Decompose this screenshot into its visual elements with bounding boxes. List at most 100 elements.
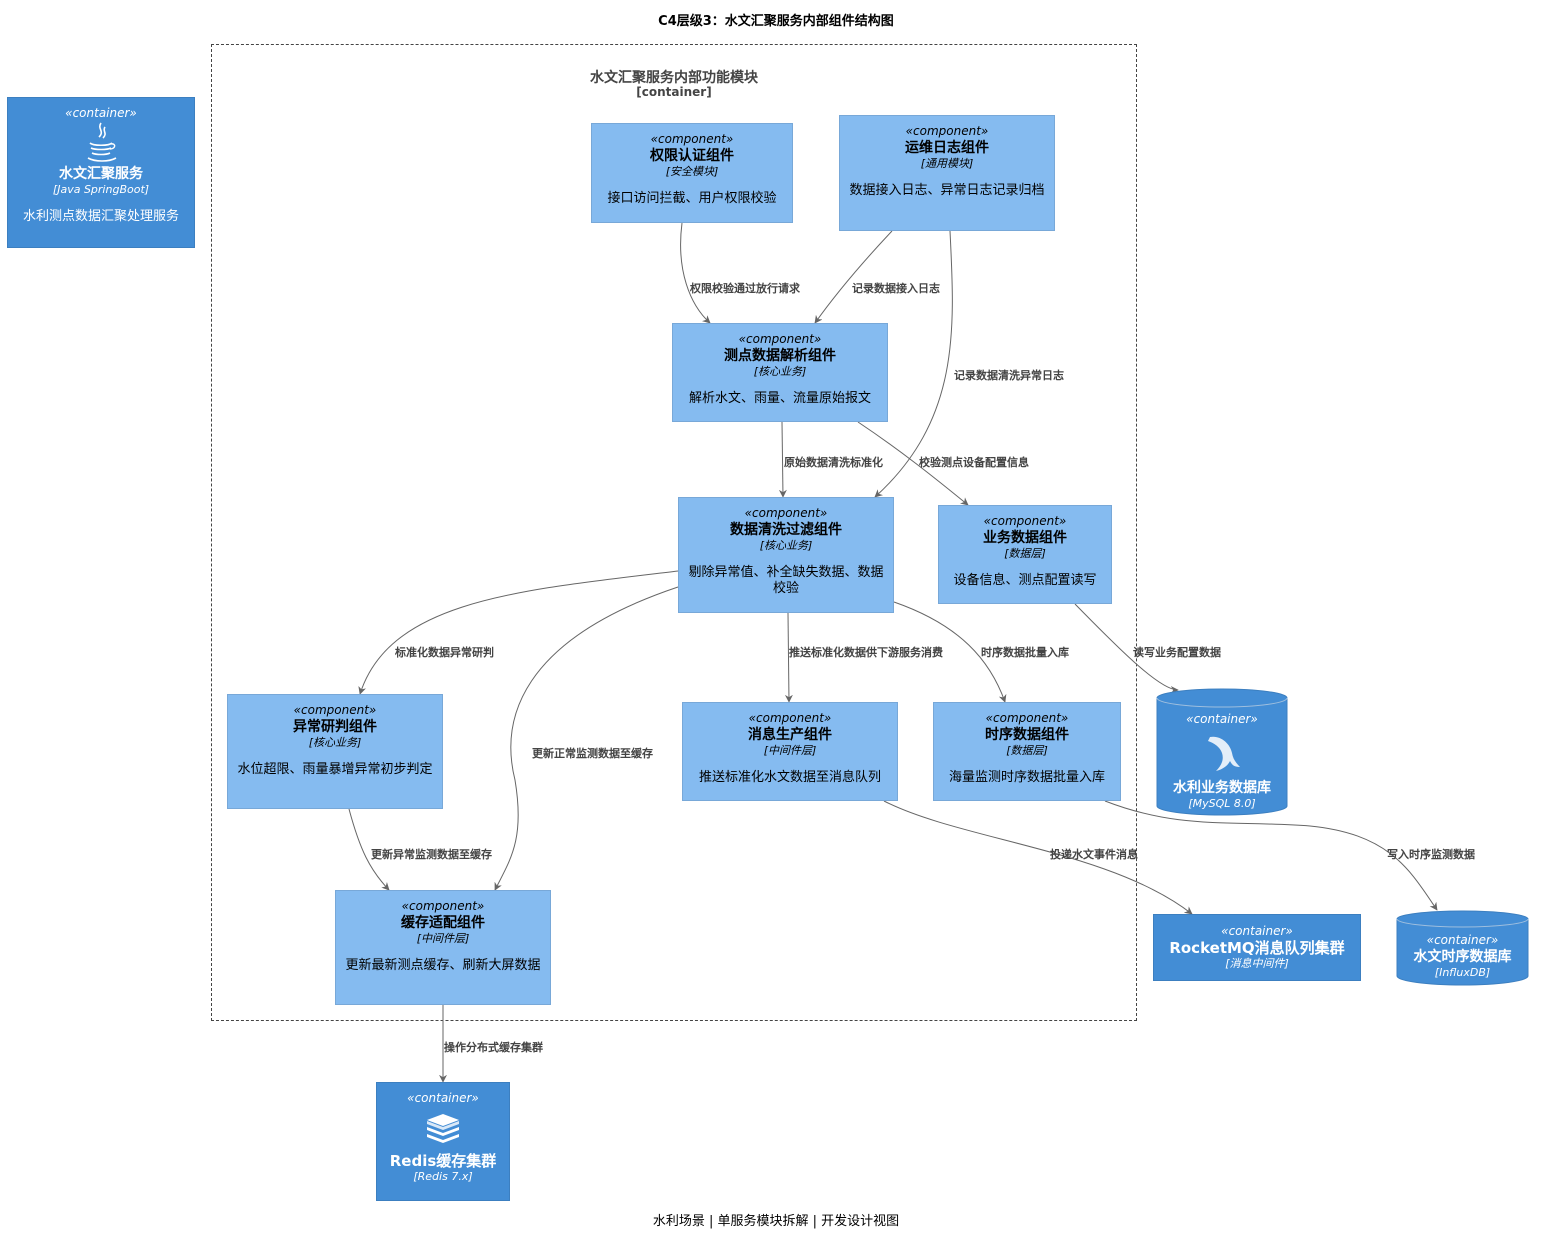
edge-anomaly-cache [348, 808, 390, 891]
influxdb-database[interactable]: «container» 水文时序数据库 [InfluxDB] [1396, 910, 1529, 986]
edge-clean-ts [893, 601, 1007, 703]
stereotype: «container» [65, 106, 137, 120]
edge-log-parse [814, 230, 893, 324]
producer-component[interactable]: «component» 消息生产组件 [中间件层] 推送标准化水文数据至消息队列 [682, 702, 898, 801]
element-name: 缓存适配组件 [401, 915, 485, 931]
biz-data-component[interactable]: «component» 业务数据组件 [数据层] 设备信息、测点配置读写 [938, 505, 1112, 604]
element-desc: 海量监测时序数据批量入库 [948, 770, 1105, 785]
edge-parse-clean [778, 421, 787, 498]
edge-label: 推送标准化数据供下游服务消费 [789, 646, 943, 659]
service-container[interactable]: «container» 水文汇聚服务 [Java SpringBoot] 水利测… [7, 97, 195, 248]
element-tech: [Redis 7.x] [413, 1170, 473, 1183]
edge-biz-mysql [1074, 603, 1179, 694]
edge-producer-rocketmq [883, 800, 1193, 915]
element-desc: 解析水文、雨量、流量原始报文 [688, 391, 871, 406]
edge-label: 更新异常监测数据至缓存 [371, 848, 492, 861]
element-desc: 推送标准化水文数据至消息队列 [698, 770, 881, 785]
timeseries-component[interactable]: «component» 时序数据组件 [数据层] 海量监测时序数据批量入库 [933, 702, 1121, 801]
redis-stack-icon [383, 1108, 503, 1152]
element-tech: [通用模块] [920, 157, 974, 170]
edge-label: 读写业务配置数据 [1133, 646, 1221, 659]
element-desc: 水利测点数据汇聚处理服务 [22, 209, 179, 224]
stereotype: «component» [738, 332, 822, 346]
stereotype: «component» [744, 506, 828, 520]
stereotype: «component» [985, 711, 1069, 725]
element-tech: [Java SpringBoot] [52, 183, 150, 196]
mysql-dolphin-icon [1156, 731, 1288, 779]
element-tech: [核心业务] [308, 736, 362, 749]
element-desc: 更新最新测点缓存、刷新大屏数据 [345, 958, 541, 973]
diagram-footer: 水利场景 | 单服务模块拆解 | 开发设计视图 [652, 1214, 900, 1229]
boundary-name: 水文汇聚服务内部功能模块 [590, 70, 758, 86]
stereotype: «component» [748, 711, 832, 725]
element-name: Redis缓存集群 [389, 1152, 497, 1170]
element-desc: 剔除异常值、补全缺失数据、数据校验 [688, 565, 884, 596]
edge-label: 投递水文事件消息 [1050, 848, 1138, 861]
element-tech: [InfluxDB] [1434, 966, 1491, 979]
element-name: 水利业务数据库 [1173, 780, 1271, 796]
edge-ts-influx [1104, 800, 1438, 911]
rocketmq-container[interactable]: «container» RocketMQ消息队列集群 [消息中间件] [1153, 914, 1361, 981]
element-name: 水文汇聚服务 [59, 166, 143, 182]
element-name: 消息生产组件 [748, 727, 832, 743]
edge-label: 记录数据清洗异常日志 [954, 369, 1064, 382]
stereotype: «component» [293, 703, 377, 717]
clean-component[interactable]: «component» 数据清洗过滤组件 [核心业务] 剔除异常值、补全缺失数据… [678, 497, 894, 613]
cylinder-shape [1396, 910, 1529, 986]
stereotype: «component» [401, 899, 485, 913]
element-name: 权限认证组件 [650, 148, 734, 164]
stereotype: «container» [1221, 924, 1293, 938]
mysql-database[interactable]: «container» 水利业务数据库 [MySQL 8.0] [1156, 688, 1288, 816]
auth-component[interactable]: «component» 权限认证组件 [安全模块] 接口访问拦截、用户权限校验 [591, 123, 793, 223]
redis-container[interactable]: «container» Redis缓存集群 [Redis 7.x] [376, 1082, 510, 1201]
edge-label: 校验测点设备配置信息 [919, 456, 1029, 469]
element-tech: [MySQL 8.0] [1188, 797, 1256, 810]
anomaly-component[interactable]: «component» 异常研判组件 [核心业务] 水位超限、雨量暴增异常初步判… [227, 694, 443, 809]
java-icon [14, 121, 188, 165]
stereotype: «component» [905, 124, 989, 138]
cache-component[interactable]: «component» 缓存适配组件 [中间件层] 更新最新测点缓存、刷新大屏数… [335, 890, 551, 1005]
element-desc: 水位超限、雨量暴增异常初步判定 [237, 762, 433, 777]
edge-label: 更新正常监测数据至缓存 [532, 747, 653, 760]
element-name: 业务数据组件 [983, 530, 1067, 546]
element-desc: 数据接入日志、异常日志记录归档 [849, 183, 1045, 198]
edge-label: 权限校验通过放行请求 [690, 282, 800, 295]
edge-label: 操作分布式缓存集群 [444, 1041, 543, 1054]
edge-label: 标准化数据异常研判 [395, 646, 494, 659]
stereotype: «component» [650, 132, 734, 146]
edge-clean-cache [494, 586, 679, 891]
stereotype: «container» [1186, 712, 1258, 726]
service-boundary: 水文汇聚服务内部功能模块 [container] [211, 44, 1137, 1021]
edge-label: 时序数据批量入库 [981, 646, 1069, 659]
stereotype: «container» [1426, 933, 1499, 947]
edge-log-clean [874, 230, 953, 498]
element-name: 时序数据组件 [985, 727, 1069, 743]
diagram-title: C4层级3：水文汇聚服务内部组件结构图 [658, 14, 894, 29]
parse-component[interactable]: «component» 测点数据解析组件 [核心业务] 解析水文、雨量、流量原始… [672, 323, 888, 422]
element-tech: [数据层] [1006, 744, 1048, 757]
element-tech: [安全模块] [665, 165, 719, 178]
cylinder-shape [1156, 688, 1288, 816]
log-component[interactable]: «component» 运维日志组件 [通用模块] 数据接入日志、异常日志记录归… [839, 115, 1055, 231]
element-name: 运维日志组件 [905, 140, 989, 156]
edge-label: 记录数据接入日志 [852, 282, 940, 295]
element-name: 测点数据解析组件 [724, 348, 836, 364]
element-name: 数据清洗过滤组件 [730, 522, 842, 538]
element-desc: 接口访问拦截、用户权限校验 [607, 191, 777, 206]
element-tech: [数据层] [1004, 547, 1046, 560]
edge-clean-producer [784, 612, 793, 703]
edge-label: 原始数据清洗标准化 [784, 456, 883, 469]
element-name: RocketMQ消息队列集群 [1169, 939, 1345, 957]
element-tech: [中间件层] [763, 744, 817, 757]
boundary-type: [container] [636, 85, 712, 99]
element-tech: [核心业务] [753, 365, 807, 378]
element-name: 水文时序数据库 [1413, 949, 1512, 965]
element-tech: [消息中间件] [1225, 957, 1289, 970]
element-tech: [核心业务] [759, 539, 813, 552]
element-desc: 设备信息、测点配置读写 [953, 573, 1097, 588]
edge-label: 写入时序监测数据 [1387, 848, 1475, 861]
element-name: 异常研判组件 [293, 719, 377, 735]
edge-parse-biz [857, 421, 969, 506]
edge-clean-anomaly [358, 570, 679, 695]
